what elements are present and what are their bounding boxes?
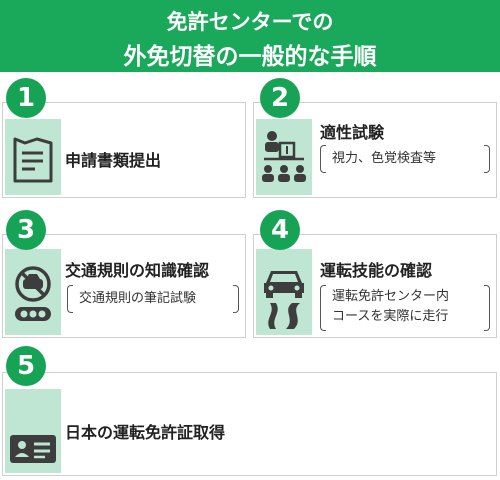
step-card-2: 適性試験 視力、色覚検査等: [253, 102, 497, 198]
step-icon-box-5: [5, 389, 61, 473]
step-title-4: 運転技能の確認: [320, 261, 433, 280]
header-banner: 免許センターでの 外免切替の一般的な手順: [0, 0, 500, 72]
step-title-1: 申請書類提出: [65, 151, 162, 170]
bracket-right: [484, 145, 490, 173]
license-card-icon: [10, 435, 56, 463]
step-detail-3: 交通規則の筆記試験: [79, 291, 197, 306]
step-number-1: 1: [6, 78, 46, 118]
header-title-line2: 外免切替の一般的な手順: [123, 44, 377, 70]
bracket-left: [320, 285, 326, 331]
step-icon-box-3: [5, 249, 61, 335]
header-title-line1: 免許センターでの: [166, 10, 334, 34]
bracket-right: [484, 285, 490, 331]
step-number-5: 5: [6, 346, 46, 386]
step-icon-box-4: [256, 249, 312, 335]
step-icon-box-2: [256, 119, 312, 195]
step-title-2: 適性試験: [320, 123, 385, 142]
step-card-4: 運転技能の確認 運転免許センター内 コースを実際に走行: [253, 234, 497, 338]
step-title-5: 日本の運転免許証取得: [65, 423, 226, 442]
step-card-1: 申請書類提出: [2, 102, 246, 198]
step-number-2: 2: [260, 78, 300, 118]
document-icon: [13, 137, 53, 183]
step-icon-box-1: [5, 119, 61, 195]
step-number-3: 3: [6, 210, 46, 250]
step-detail-4-line2: コースを実際に走行: [332, 309, 449, 324]
step-card-3: 交通規則の知識確認 交通規則の筆記試験: [2, 234, 246, 338]
car-course-icon: [264, 271, 304, 329]
bracket-left: [320, 145, 326, 173]
step-title-3: 交通規則の知識確認: [65, 261, 210, 280]
step-detail-4-line1: 運転免許センター内: [332, 289, 450, 304]
bracket-left: [67, 285, 73, 313]
step-card-5: 日本の運転免許証取得: [2, 372, 497, 476]
step-detail-2: 視力、色覚検査等: [332, 151, 437, 166]
step-number-4: 4: [260, 210, 300, 250]
traffic-rules-icon: [15, 266, 51, 321]
bracket-right: [233, 285, 239, 313]
examiner-audience-icon: [262, 131, 306, 182]
